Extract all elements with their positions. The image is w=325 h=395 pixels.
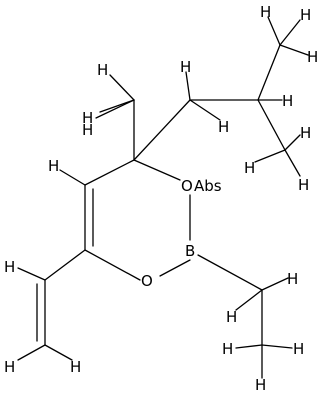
bond-o1-b2: [159, 259, 191, 277]
bond-me2-h2: [284, 149, 301, 177]
h-methyl-2: H: [82, 109, 93, 127]
bond-ethyl-ch2-h1: [235, 289, 263, 311]
h-methyl-3: H: [82, 121, 93, 139]
h-vinyl-3: H: [70, 358, 81, 376]
bond-me2-h1: [284, 134, 301, 151]
bond-methyl-h3: [95, 99, 135, 119]
h-ch: H: [282, 92, 293, 110]
bond-c4-c5: [84, 159, 135, 186]
h-me2-2: H: [298, 176, 309, 194]
bond-c5-h: [59, 169, 86, 186]
abs-label: Abs: [194, 177, 222, 195]
oxygen-top-label: O: [181, 177, 193, 195]
bond-ch-me2: [257, 99, 286, 151]
bonds: [17, 16, 309, 379]
bond-ethyl-h1: [235, 344, 263, 349]
h-me1-3: H: [300, 6, 311, 24]
h-ethyl-ch2-1: H: [226, 308, 237, 326]
h-ethyl-ch3-3: H: [255, 376, 266, 394]
h-me2-3: H: [244, 159, 255, 177]
bond-ch-me1: [257, 44, 281, 101]
h-ch2-2: H: [218, 118, 229, 136]
bond-c4-ch2: [133, 99, 191, 161]
bond-me1-h2: [279, 44, 309, 56]
h-c5: H: [48, 157, 59, 175]
h-me1-1: H: [260, 3, 271, 21]
h-methyl-1: H: [97, 61, 108, 79]
bond-ethyl-h2: [261, 344, 293, 349]
bond-me1-h1: [267, 16, 281, 46]
bond-me1-h3: [279, 19, 301, 46]
bond-c6-vinyl: [44, 249, 86, 281]
bond-vinyl-h1: [17, 267, 46, 281]
h-vinyl-2: H: [4, 358, 15, 376]
atom-labels: O Abs O B H H H H H H H H H H H H H H H …: [4, 3, 318, 394]
h-me1-2: H: [307, 48, 318, 66]
h-ethyl-ch3-1: H: [222, 340, 233, 358]
bond-ch2-h2: [189, 99, 221, 121]
h-vinyl-1: H: [4, 258, 15, 276]
h-ethyl-ch2-2: H: [287, 270, 298, 288]
boron-label: B: [185, 242, 195, 260]
bond-b-ch2: [197, 254, 263, 291]
bond-c6-o1: [84, 249, 141, 281]
bond-ch2-h1: [185, 71, 191, 101]
bond-methyl-h1: [109, 74, 135, 101]
h-ethyl-ch3-2: H: [293, 340, 304, 358]
bond-ethyl-ch2-h2: [261, 277, 289, 291]
bond-o3-c4: [133, 159, 181, 181]
bond-vinyl-h3: [44, 344, 73, 361]
h-ch2-1: H: [180, 58, 191, 76]
bond-vinyl-h2: [17, 344, 46, 361]
bond-me2-h3: [254, 149, 286, 163]
h-me2-1: H: [300, 124, 311, 142]
oxygen-bottom-label: O: [141, 272, 153, 290]
